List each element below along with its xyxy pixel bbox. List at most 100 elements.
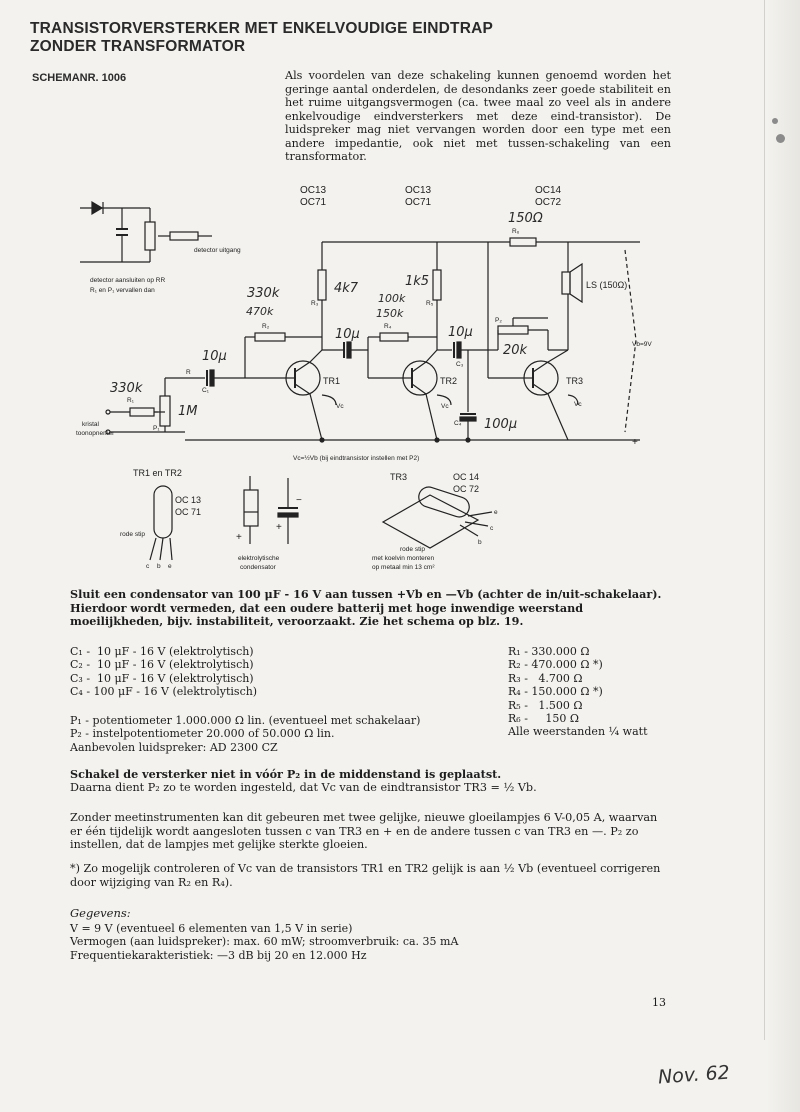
r6-ref: R₆ — [512, 228, 520, 235]
c1-ref: C₁ — [202, 387, 210, 394]
c4-ref: C₄ — [454, 420, 462, 427]
gegevens-item: V = 9 V (eventueel 6 elementen van 1,5 V… — [70, 922, 353, 935]
hw-c1: 10μ — [202, 349, 227, 364]
tr3-pinout: TR3 OC 14 OC 72 e c b rode stip met koel… — [372, 472, 498, 571]
tr3-ref: TR3 — [566, 376, 583, 386]
vc-ref-1: Vc — [336, 403, 344, 410]
r3-ref: R₃ — [311, 300, 319, 307]
page-edge-shadow — [766, 0, 800, 1112]
hw-r4a: 100k — [378, 292, 406, 305]
hw-r5: 1k5 — [405, 274, 429, 289]
intro-paragraph: Als voordelen van deze schakeling kunnen… — [285, 69, 671, 163]
footnote: *) Zo mogelijk controleren of Vc van de … — [70, 862, 661, 889]
tr12-title: TR1 en TR2 — [133, 468, 182, 478]
resistor-item: R₆ - 150 Ω — [508, 712, 580, 726]
tr12-type-1: OC 13 — [175, 495, 201, 505]
hw-r6: 150Ω — [508, 211, 543, 226]
vc-ref-3: Vc — [574, 401, 582, 408]
resistor-item: R₁ - 330.000 Ω — [508, 645, 590, 658]
resistor-item: R₃ - 4.700 Ω — [508, 671, 583, 685]
handwritten-values: 330k 1M 10μ 330k 470k 4k7 10μ 100k 150k … — [110, 211, 543, 432]
elco-caption-2: condensator — [240, 564, 277, 571]
capacitor-list: C₁ - 10 μF - 16 V (elektrolytisch) C₂ - … — [70, 645, 257, 699]
capacitor-item: C₄ - 100 μF - 16 V (elektrolytisch) — [70, 685, 258, 699]
hw-r2b: 470k — [246, 305, 274, 318]
tr12-pinout: TR1 en TR2 OC 13 OC 71 rode stip c b e — [120, 468, 201, 570]
gegevens-list: V = 9 V (eventueel 6 elementen van 1,5 V… — [70, 922, 458, 962]
resistor-wattage-note: Alle weerstanden ¼ watt — [508, 725, 648, 739]
tr3-type-1: OC14 — [535, 185, 562, 196]
hw-r3: 4k7 — [334, 281, 359, 296]
speaker-recommendation: Aanbevolen luidspreker: AD 2300 CZ — [70, 740, 278, 754]
tr3-type-1: OC 14 — [453, 472, 479, 482]
plus-terminal: + — [632, 437, 638, 448]
hw-c2: 10μ — [335, 327, 360, 342]
hw-r1: 330k — [110, 381, 143, 396]
page-edge-line — [764, 0, 765, 1040]
gegevens-item: Frequentiekarakteristiek: —3 dB bij 20 e… — [70, 948, 367, 962]
hw-r2a: 330k — [247, 286, 280, 301]
r-label: R — [186, 369, 191, 376]
pin-b: b — [157, 563, 161, 570]
potentiometer-item: P₁ - potentiometer 1.000.000 Ω lin. (eve… — [70, 714, 421, 727]
svg-text:e: e — [494, 509, 498, 516]
tr2-type-1: OC13 — [405, 185, 432, 196]
resistor-item: R₅ - 1.500 Ω — [508, 698, 583, 712]
tr2-symbol: TR2 — [402, 349, 457, 441]
scan-speck — [772, 118, 778, 124]
lamp-paragraph: Zonder meetinstrumenten kan dit gebeuren… — [70, 811, 658, 851]
tr1-symbol: TR1 — [285, 349, 340, 441]
circuit-schematic: detector uitgang detector aansluiten op … — [76, 185, 652, 571]
tr1-type-2: OC71 — [300, 197, 327, 208]
elco-symbols: + − + elektrolytische condensator — [236, 476, 302, 571]
pickup-label-2: toonopnemer — [76, 430, 115, 437]
gegevens-heading: Gegevens: — [70, 906, 131, 920]
vc-note: Vc=½Vb (bij eindtransistor instellen met… — [293, 454, 419, 462]
potentiometer-list: P₁ - potentiometer 1.000.000 Ω lin. (eve… — [70, 714, 420, 754]
elco-caption-1: elektrolytische — [238, 555, 280, 562]
potentiometer-item: P₂ - instelpotentiometer 20.000 of 50.00… — [70, 727, 335, 741]
adjust-note: Daarna dient P₂ zo te worden ingesteld, … — [70, 781, 537, 794]
tr1-type-1: OC13 — [300, 185, 327, 196]
capacitor-item: C₂ - 10 μF - 16 V (elektrolytisch) — [70, 658, 254, 672]
tr3-type-2: OC 72 — [453, 484, 479, 494]
r1-ref: R₁ — [127, 397, 135, 404]
svg-text:c: c — [490, 525, 494, 532]
detector-inset: detector uitgang detector aansluiten op … — [80, 200, 241, 294]
scan-speck — [776, 134, 785, 143]
resistor-item: R₄ - 150.000 Ω *) — [508, 685, 603, 699]
p1-ref: P₁ — [153, 425, 160, 432]
detector-note-2: R₁ en P₁ vervallen dan — [90, 287, 155, 294]
svg-text:−: − — [296, 495, 302, 506]
c3-ref: C₃ — [456, 361, 464, 368]
resistor-list: R₁ - 330.000 Ω R₂ - 470.000 Ω *) R₃ - 4.… — [508, 645, 648, 739]
pickup-label-1: kristal — [82, 421, 100, 428]
vb-label: Vb=9V — [632, 341, 652, 348]
handwritten-date: Nov. 62 — [657, 1061, 731, 1089]
gegevens-item: Vermogen (aan luidspreker): max. 60 mW; … — [70, 935, 459, 949]
tr2-ref: TR2 — [440, 376, 457, 386]
r5-ref: R₅ — [426, 300, 434, 307]
vc-ref-2: Vc — [441, 403, 449, 410]
intro-condensator-paragraph: Sluit een condensator van 100 μF - 16 V … — [70, 587, 662, 628]
tr3-caption-1: rode stip — [400, 546, 425, 553]
tr3-symbol: TR3 — [523, 349, 583, 441]
tr12-red-dot: rode stip — [120, 531, 145, 538]
schema-number: SCHEMANR. 1006 — [32, 72, 127, 84]
svg-text:+: + — [276, 522, 282, 533]
capacitor-item: C₁ - 10 μF - 16 V (elektrolytisch) — [70, 645, 254, 658]
page-number: 13 — [652, 996, 666, 1009]
capacitor-item: C₃ - 10 μF - 16 V (elektrolytisch) — [70, 671, 254, 685]
tr3-caption-2: met koelvin monteren — [372, 555, 435, 562]
p2-ref: P₂ — [495, 317, 502, 324]
tr2-type-2: OC71 — [405, 197, 432, 208]
hw-r4b: 150k — [376, 307, 404, 320]
pin-e: e — [168, 563, 172, 570]
page-title: TRANSISTORVERSTERKER MET ENKELVOUDIGE EI… — [30, 20, 494, 55]
detector-note-1: detector aansluiten op RR — [90, 277, 165, 284]
pin-c: c — [146, 563, 150, 570]
tr12-type-2: OC 71 — [175, 507, 201, 517]
hw-c3: 10μ — [448, 325, 473, 340]
r4-ref: R₄ — [384, 323, 392, 330]
